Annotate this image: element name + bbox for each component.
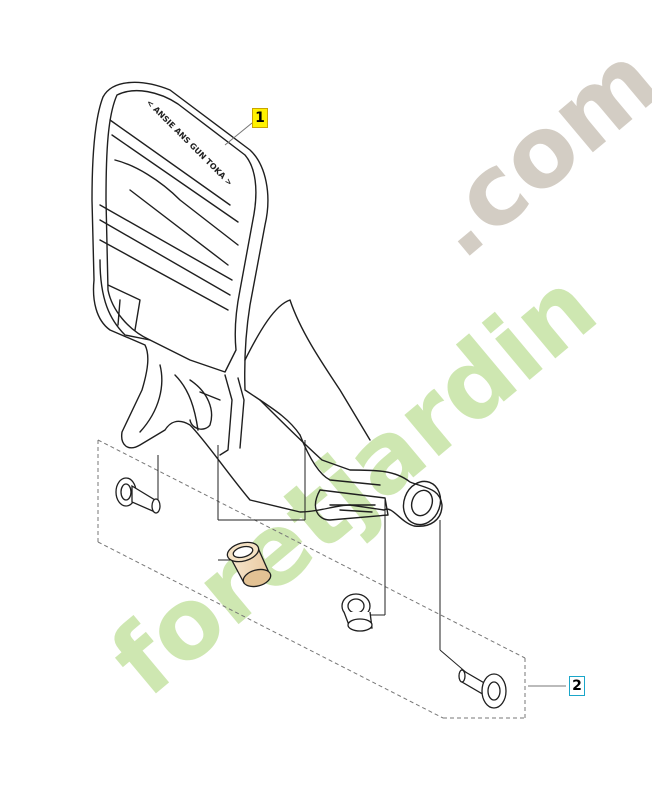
guard-outer-frame [91, 81, 443, 527]
pivot-boss [402, 480, 442, 526]
watermark-main: foretjardin [90, 250, 618, 719]
watermark-suffix: .com [404, 23, 652, 281]
guard-label: < ANSIE ANS GUN TOKA > [145, 98, 234, 187]
screw-part [458, 668, 507, 709]
callout-leaders [224, 122, 566, 687]
guard-inner-rim [105, 89, 257, 373]
callout-2: 2 [569, 676, 585, 696]
pin-left [115, 477, 161, 514]
hand-guard-part [91, 81, 443, 527]
bushing-lower [341, 593, 373, 632]
assembly-box [97, 439, 526, 719]
callout-1: 1 [252, 108, 268, 128]
bushing-upper [226, 541, 272, 588]
assembly-leaders [157, 440, 469, 675]
